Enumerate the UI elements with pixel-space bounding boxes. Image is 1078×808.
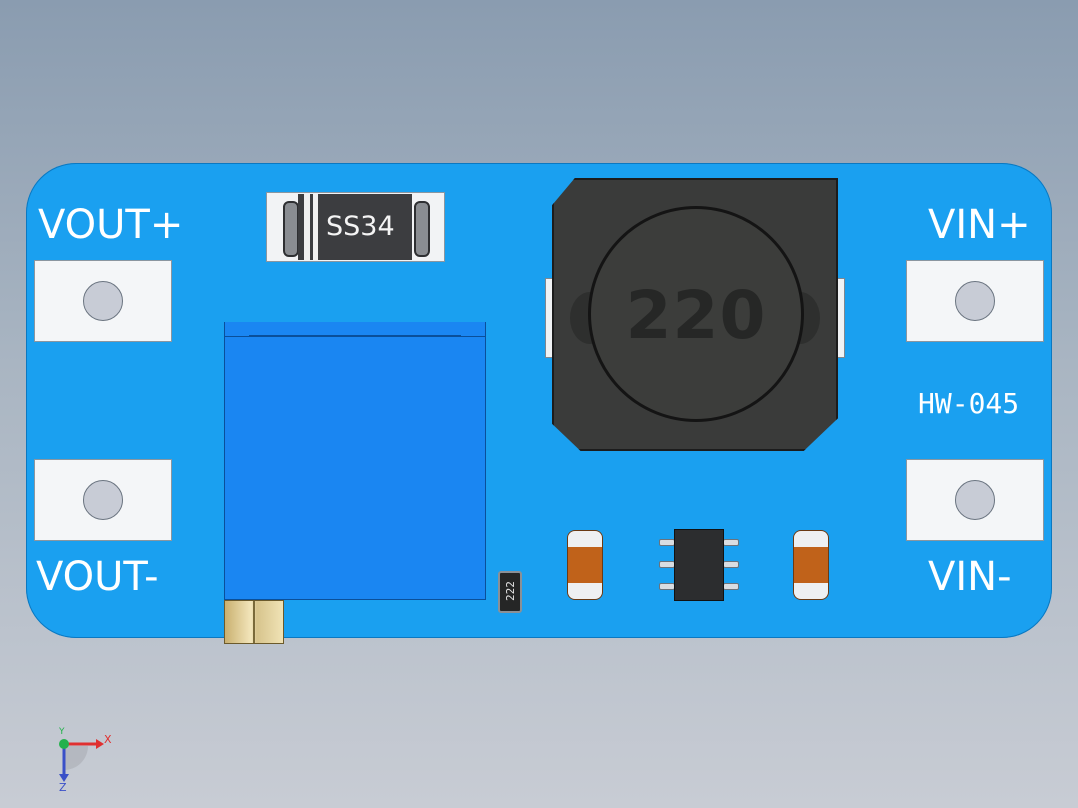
diode-cathode-band-line bbox=[310, 194, 313, 260]
ic-pin bbox=[659, 561, 675, 568]
vin-minus-pad[interactable] bbox=[906, 459, 1044, 541]
z-axis-label: Z bbox=[59, 781, 67, 794]
vout-minus-hole bbox=[83, 480, 123, 520]
capacitor-left-terminal-bottom bbox=[568, 583, 602, 599]
trimmer-screw-slot bbox=[253, 601, 255, 643]
inductor-marking: 220 bbox=[625, 277, 767, 354]
ic-pin bbox=[659, 539, 675, 546]
vin-plus-pad[interactable] bbox=[906, 260, 1044, 342]
vin-minus-label: VIN- bbox=[928, 554, 1012, 600]
vout-plus-label: VOUT+ bbox=[38, 202, 184, 248]
diode-marking: SS34 bbox=[326, 211, 395, 242]
vin-plus-label: VIN+ bbox=[928, 202, 1031, 248]
vout-minus-label: VOUT- bbox=[36, 554, 159, 600]
ic-pin bbox=[659, 583, 675, 590]
trimmer-adjust-screw[interactable] bbox=[224, 600, 284, 644]
pcb-board[interactable] bbox=[26, 163, 1052, 638]
capacitor-right-terminal-top bbox=[794, 531, 828, 547]
capacitor-right[interactable] bbox=[793, 530, 829, 600]
ic-pin bbox=[723, 561, 739, 568]
diode-lead-left bbox=[283, 201, 299, 257]
ic-pin bbox=[723, 539, 739, 546]
y-axis-label: Y bbox=[59, 727, 65, 737]
vout-plus-hole bbox=[83, 281, 123, 321]
smd-resistor[interactable]: 222 bbox=[498, 571, 522, 613]
axis-triad-icon bbox=[59, 739, 104, 782]
ic-pin bbox=[723, 583, 739, 590]
vout-minus-pad[interactable] bbox=[34, 459, 172, 541]
ic-chip[interactable] bbox=[674, 529, 724, 601]
model-label: HW-045 bbox=[918, 387, 1020, 420]
inductor-winding bbox=[588, 206, 804, 422]
capacitor-left[interactable] bbox=[567, 530, 603, 600]
diode-lead-right bbox=[414, 201, 430, 257]
trimmer-potentiometer[interactable] bbox=[224, 336, 486, 600]
resistor-marking: 222 bbox=[504, 581, 517, 601]
x-axis-label: X bbox=[104, 733, 112, 746]
vout-plus-pad[interactable] bbox=[34, 260, 172, 342]
orientation-triad[interactable]: X Y Z bbox=[46, 726, 136, 796]
capacitor-right-terminal-bottom bbox=[794, 583, 828, 599]
capacitor-left-terminal-top bbox=[568, 531, 602, 547]
vin-minus-hole bbox=[955, 480, 995, 520]
trimmer-notch bbox=[249, 322, 461, 336]
vin-plus-hole bbox=[955, 281, 995, 321]
